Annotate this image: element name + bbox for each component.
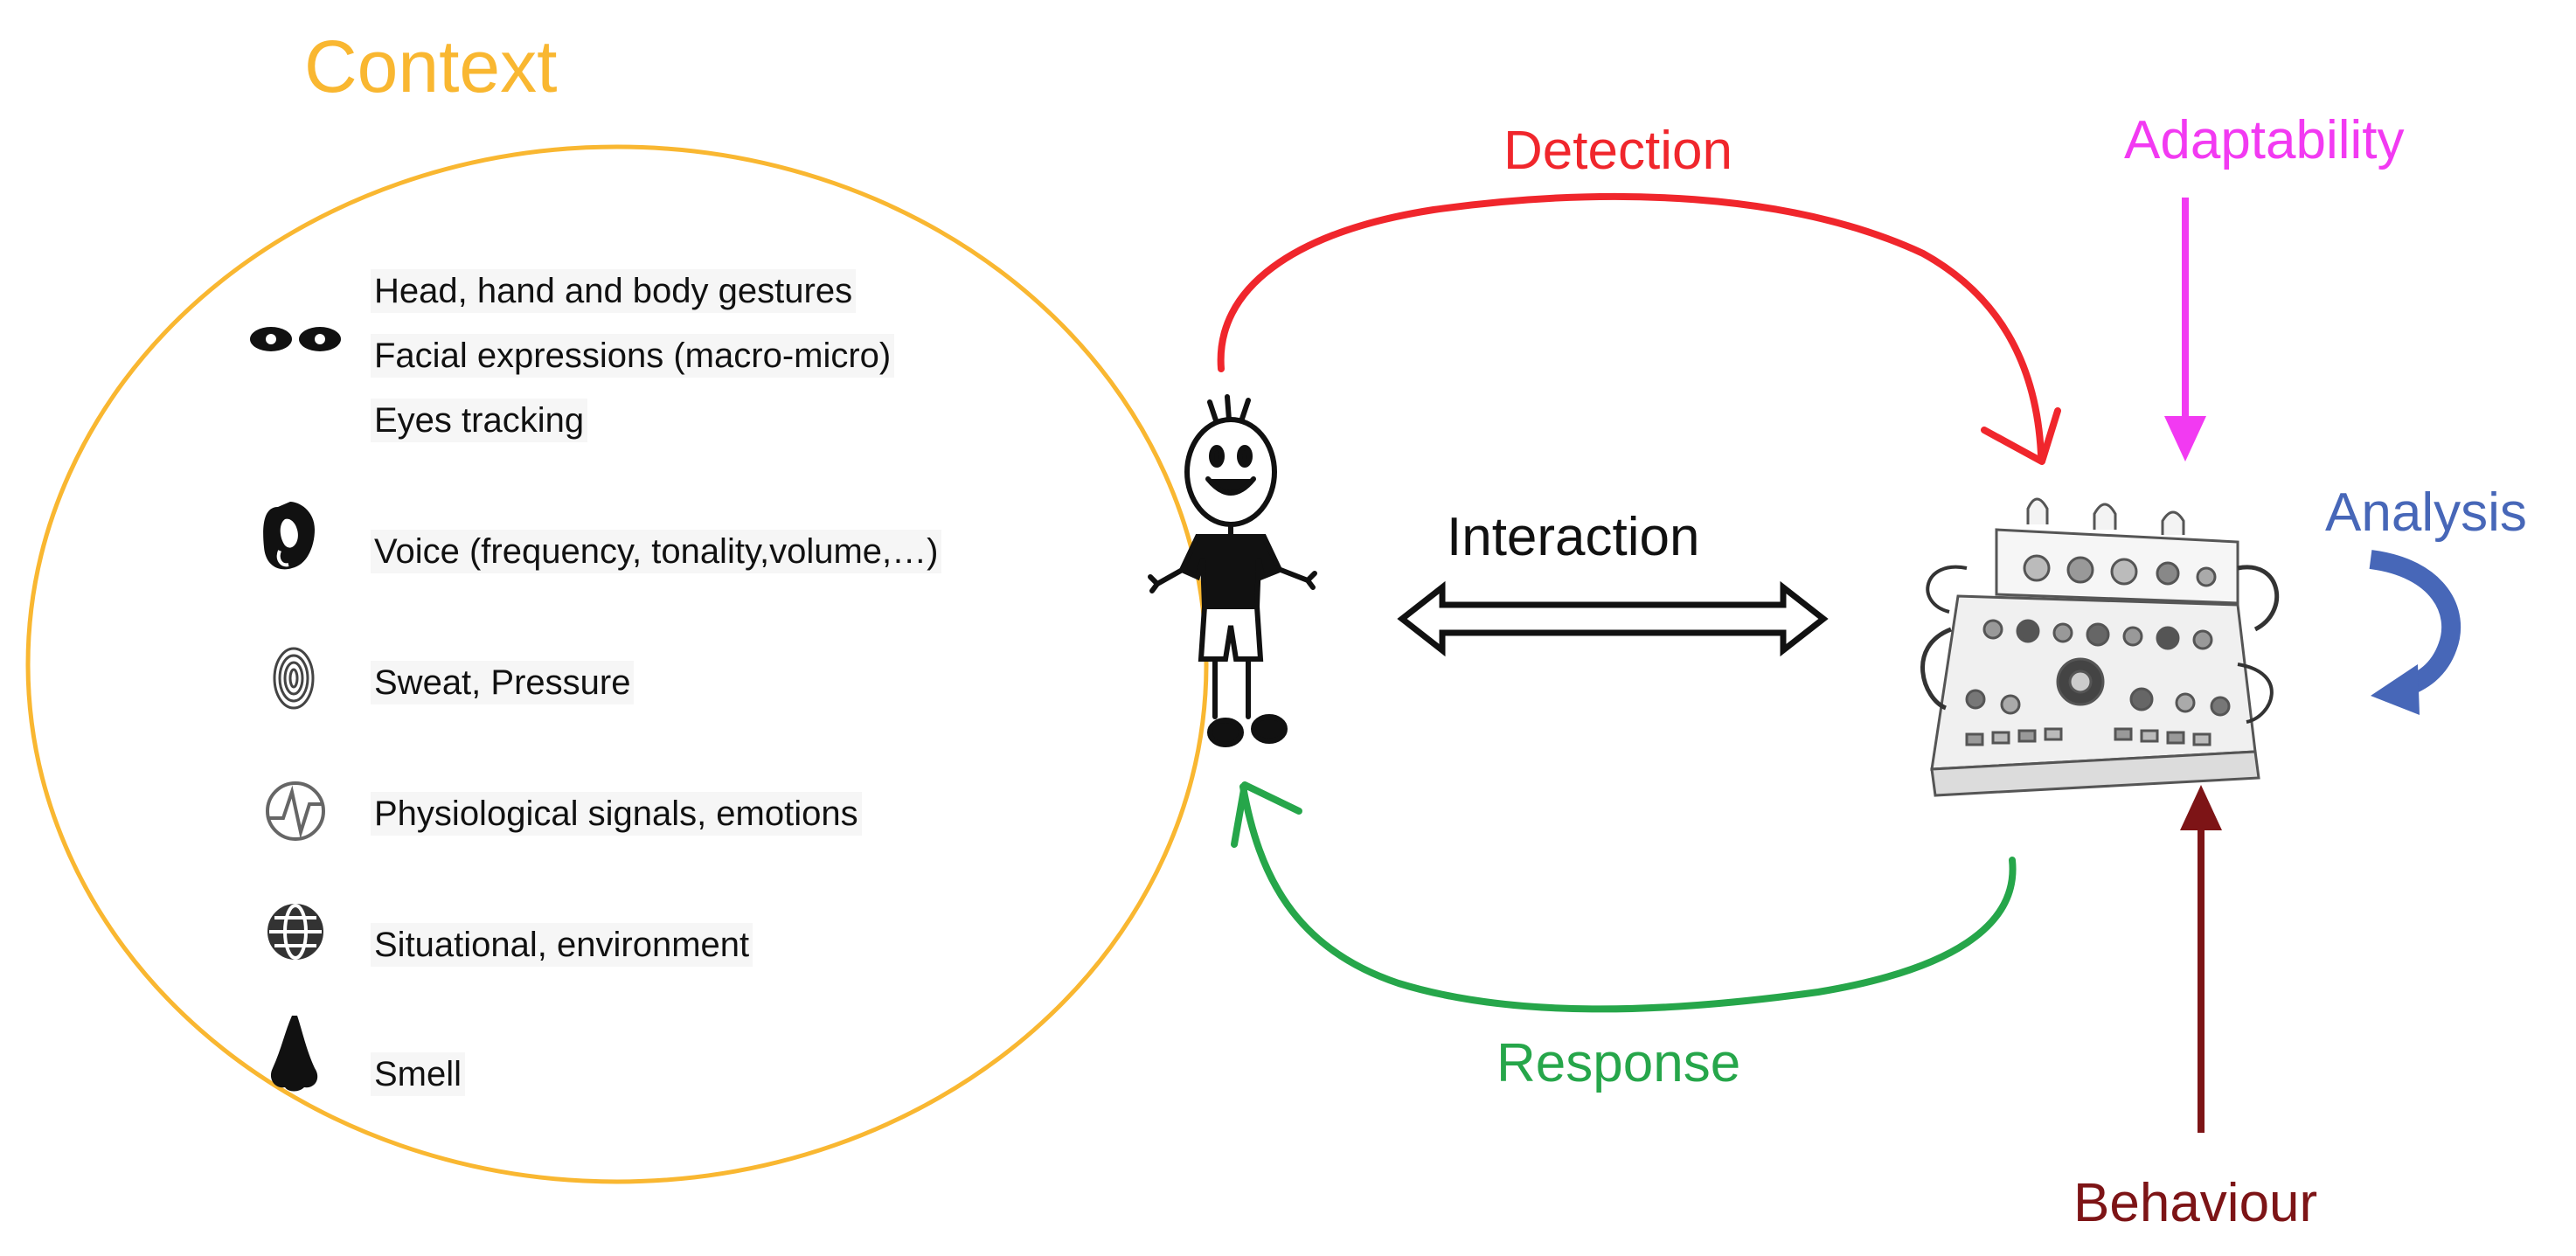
- context-item-voice: Voice (frequency, tonality,volume,…): [371, 530, 942, 573]
- globe-icon: [267, 904, 323, 960]
- eyes-icon: [250, 327, 341, 351]
- context-item-gestures: Head, hand and body gestures: [371, 269, 857, 313]
- context-item-smell: Smell: [371, 1052, 466, 1096]
- context-item-situational: Situational, environment: [371, 923, 753, 967]
- adaptability-arrow: [2164, 198, 2206, 461]
- context-item-eyes-tracking: Eyes tracking: [371, 399, 588, 442]
- ear-icon: [263, 502, 315, 570]
- interaction-double-arrow: [1397, 580, 1829, 657]
- context-title: Context: [304, 25, 558, 108]
- machine-console: [1920, 497, 2280, 797]
- analysis-label: Analysis: [2325, 482, 2527, 543]
- context-item-sweat-pressure: Sweat, Pressure: [371, 661, 635, 704]
- behaviour-arrow: [2180, 785, 2222, 1133]
- adaptability-label: Adaptability: [2124, 110, 2405, 170]
- context-circle: [25, 144, 1209, 1184]
- fingerprint-icon: [273, 647, 315, 710]
- detection-arrow: [1217, 192, 2061, 465]
- interaction-label: Interaction: [1447, 507, 1700, 567]
- analysis-cycle-arrow: [2369, 550, 2461, 715]
- context-item-physiological: Physiological signals, emotions: [371, 792, 862, 836]
- response-label: Response: [1496, 1033, 1741, 1093]
- behaviour-label: Behaviour: [2073, 1173, 2318, 1233]
- context-item-facial-expressions: Facial expressions (macro-micro): [371, 334, 895, 378]
- signal-wave-icon: [266, 781, 325, 841]
- response-arrow: [1231, 781, 2017, 1013]
- nose-icon: [270, 1016, 318, 1092]
- detection-label: Detection: [1503, 121, 1732, 181]
- stick-figure-child: [1148, 394, 1317, 747]
